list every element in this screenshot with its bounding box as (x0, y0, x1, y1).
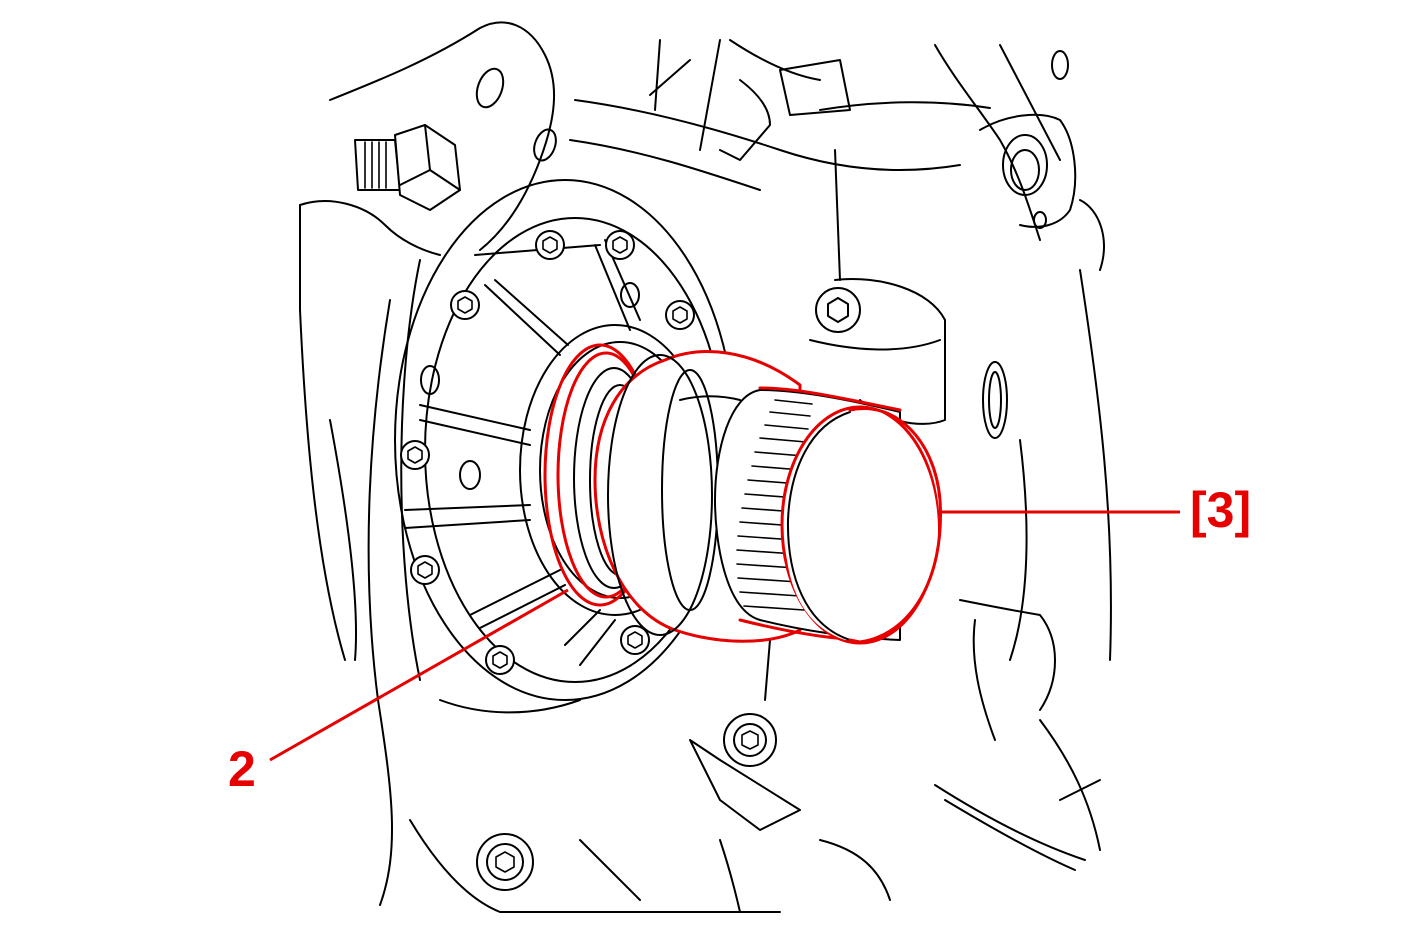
mounting-boss (809, 149, 946, 425)
housing-holes (475, 50, 1069, 439)
lower-bolts (476, 639, 777, 891)
callout-line-2 (269, 588, 569, 762)
callout-label-3: [3] (1190, 482, 1252, 538)
housing-outline (299, 21, 1112, 913)
hex-bolt (354, 124, 461, 211)
callout-label-2: 2 (228, 741, 256, 797)
knurled-grip (736, 399, 813, 611)
installation-tool-3 (593, 350, 942, 645)
flange (394, 179, 736, 714)
